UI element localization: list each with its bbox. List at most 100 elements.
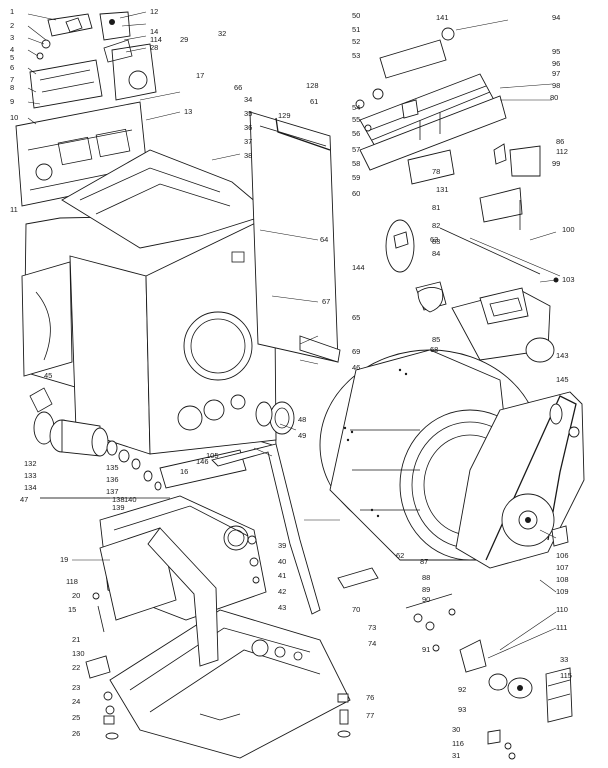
part-label-16: 16 [180,467,188,476]
part-label-31: 31 [452,751,460,760]
part-label-103: 103 [562,275,575,284]
part-label-19: 19 [60,555,68,564]
part-label-105: 105 [206,451,219,460]
part-label-55: 55 [352,115,360,124]
part-label-69: 69 [352,347,360,356]
part-label-32: 32 [218,29,226,38]
part-label-98: 98 [552,81,560,90]
part-label-83: 83 [432,237,440,246]
part-label-58: 58 [352,159,360,168]
motor-assembly [29,387,170,499]
part-label-143: 143 [556,351,569,360]
part-label-5: 5 [10,53,14,62]
part-label-10: 10 [10,113,18,122]
part-label-86: 86 [556,137,564,146]
seals [255,287,563,435]
part-label-26: 26 [72,729,80,738]
part-label-57: 57 [352,145,360,154]
part-label-63: 63 [430,235,438,244]
part-label-24: 24 [72,697,80,706]
part-label-141: 141 [436,13,449,22]
part-label-30: 30 [452,725,460,734]
part-label-47: 47 [20,495,28,504]
part-label-92: 92 [458,685,466,694]
part-label-21: 21 [72,635,80,644]
part-label-139: 139 [112,503,125,512]
part-label-96: 96 [552,59,560,68]
part-label-22: 22 [72,663,80,672]
part-label-68: 68 [430,345,438,354]
part-label-70: 70 [352,605,360,614]
idler-assembly [459,639,573,760]
part-label-137: 137 [106,487,119,496]
leader-lines [27,11,557,659]
part-label-144: 144 [352,263,365,272]
part-label-14: 14 [150,27,158,36]
part-label-132: 132 [24,459,37,468]
part-label-1: 1 [10,7,14,16]
part-label-114: 114 [150,35,162,44]
part-label-53: 53 [352,51,360,60]
hardware-center [337,567,456,738]
part-label-80: 80 [550,93,558,102]
part-label-99: 99 [552,159,560,168]
part-label-67: 67 [322,297,330,306]
part-label-94: 94 [552,13,560,22]
part-label-116: 116 [452,739,464,748]
part-label-106: 106 [556,551,569,560]
part-label-93: 93 [458,705,466,714]
part-label-74: 74 [368,639,376,648]
part-label-87: 87 [420,557,428,566]
part-label-109: 109 [556,587,569,596]
part-label-129: 129 [278,111,291,120]
part-label-145: 145 [556,375,569,384]
part-label-130: 130 [72,649,85,658]
part-label-40: 40 [278,557,286,566]
part-label-97: 97 [552,69,560,78]
hardware-left [92,592,119,740]
part-label-62: 62 [396,551,404,560]
rear-bulkhead [455,391,585,569]
part-label-100: 100 [562,225,575,234]
part-label-49: 49 [298,431,306,440]
part-label-39: 39 [278,541,286,550]
part-label-135: 135 [106,463,119,472]
part-label-51: 51 [352,25,360,34]
part-label-110: 110 [556,605,568,614]
part-label-115: 115 [560,671,572,680]
part-label-13: 13 [184,107,192,116]
cabinet-housing [21,149,277,455]
part-label-112: 112 [556,147,568,156]
part-label-35: 35 [244,109,252,118]
part-label-118: 118 [66,577,78,586]
part-label-59: 59 [352,173,360,182]
part-label-38: 38 [244,151,252,160]
part-label-11: 11 [10,205,18,214]
part-label-131: 131 [436,185,449,194]
part-label-133: 133 [24,471,37,480]
part-label-108: 108 [556,575,569,584]
part-labels: 1234567891011121314151617192021222324252… [10,7,575,760]
part-label-134: 134 [24,483,37,492]
part-label-77: 77 [366,711,374,720]
part-label-128: 128 [306,81,319,90]
part-label-91: 91 [422,645,430,654]
part-label-66: 66 [234,83,242,92]
part-label-138: 138 [112,495,125,504]
part-label-29: 29 [180,35,188,44]
part-label-52: 52 [352,37,360,46]
part-label-88: 88 [422,573,430,582]
part-label-34: 34 [244,95,252,104]
part-label-6: 6 [10,63,14,72]
part-label-3: 3 [10,33,14,42]
part-label-95: 95 [552,47,560,56]
part-label-61: 61 [310,97,318,106]
part-label-17: 17 [196,71,204,80]
part-label-25: 25 [72,713,80,722]
base-frame [85,443,351,759]
part-label-15: 15 [68,605,76,614]
part-label-9: 9 [10,97,14,106]
part-label-50: 50 [352,11,360,20]
part-label-146: 146 [196,457,209,466]
